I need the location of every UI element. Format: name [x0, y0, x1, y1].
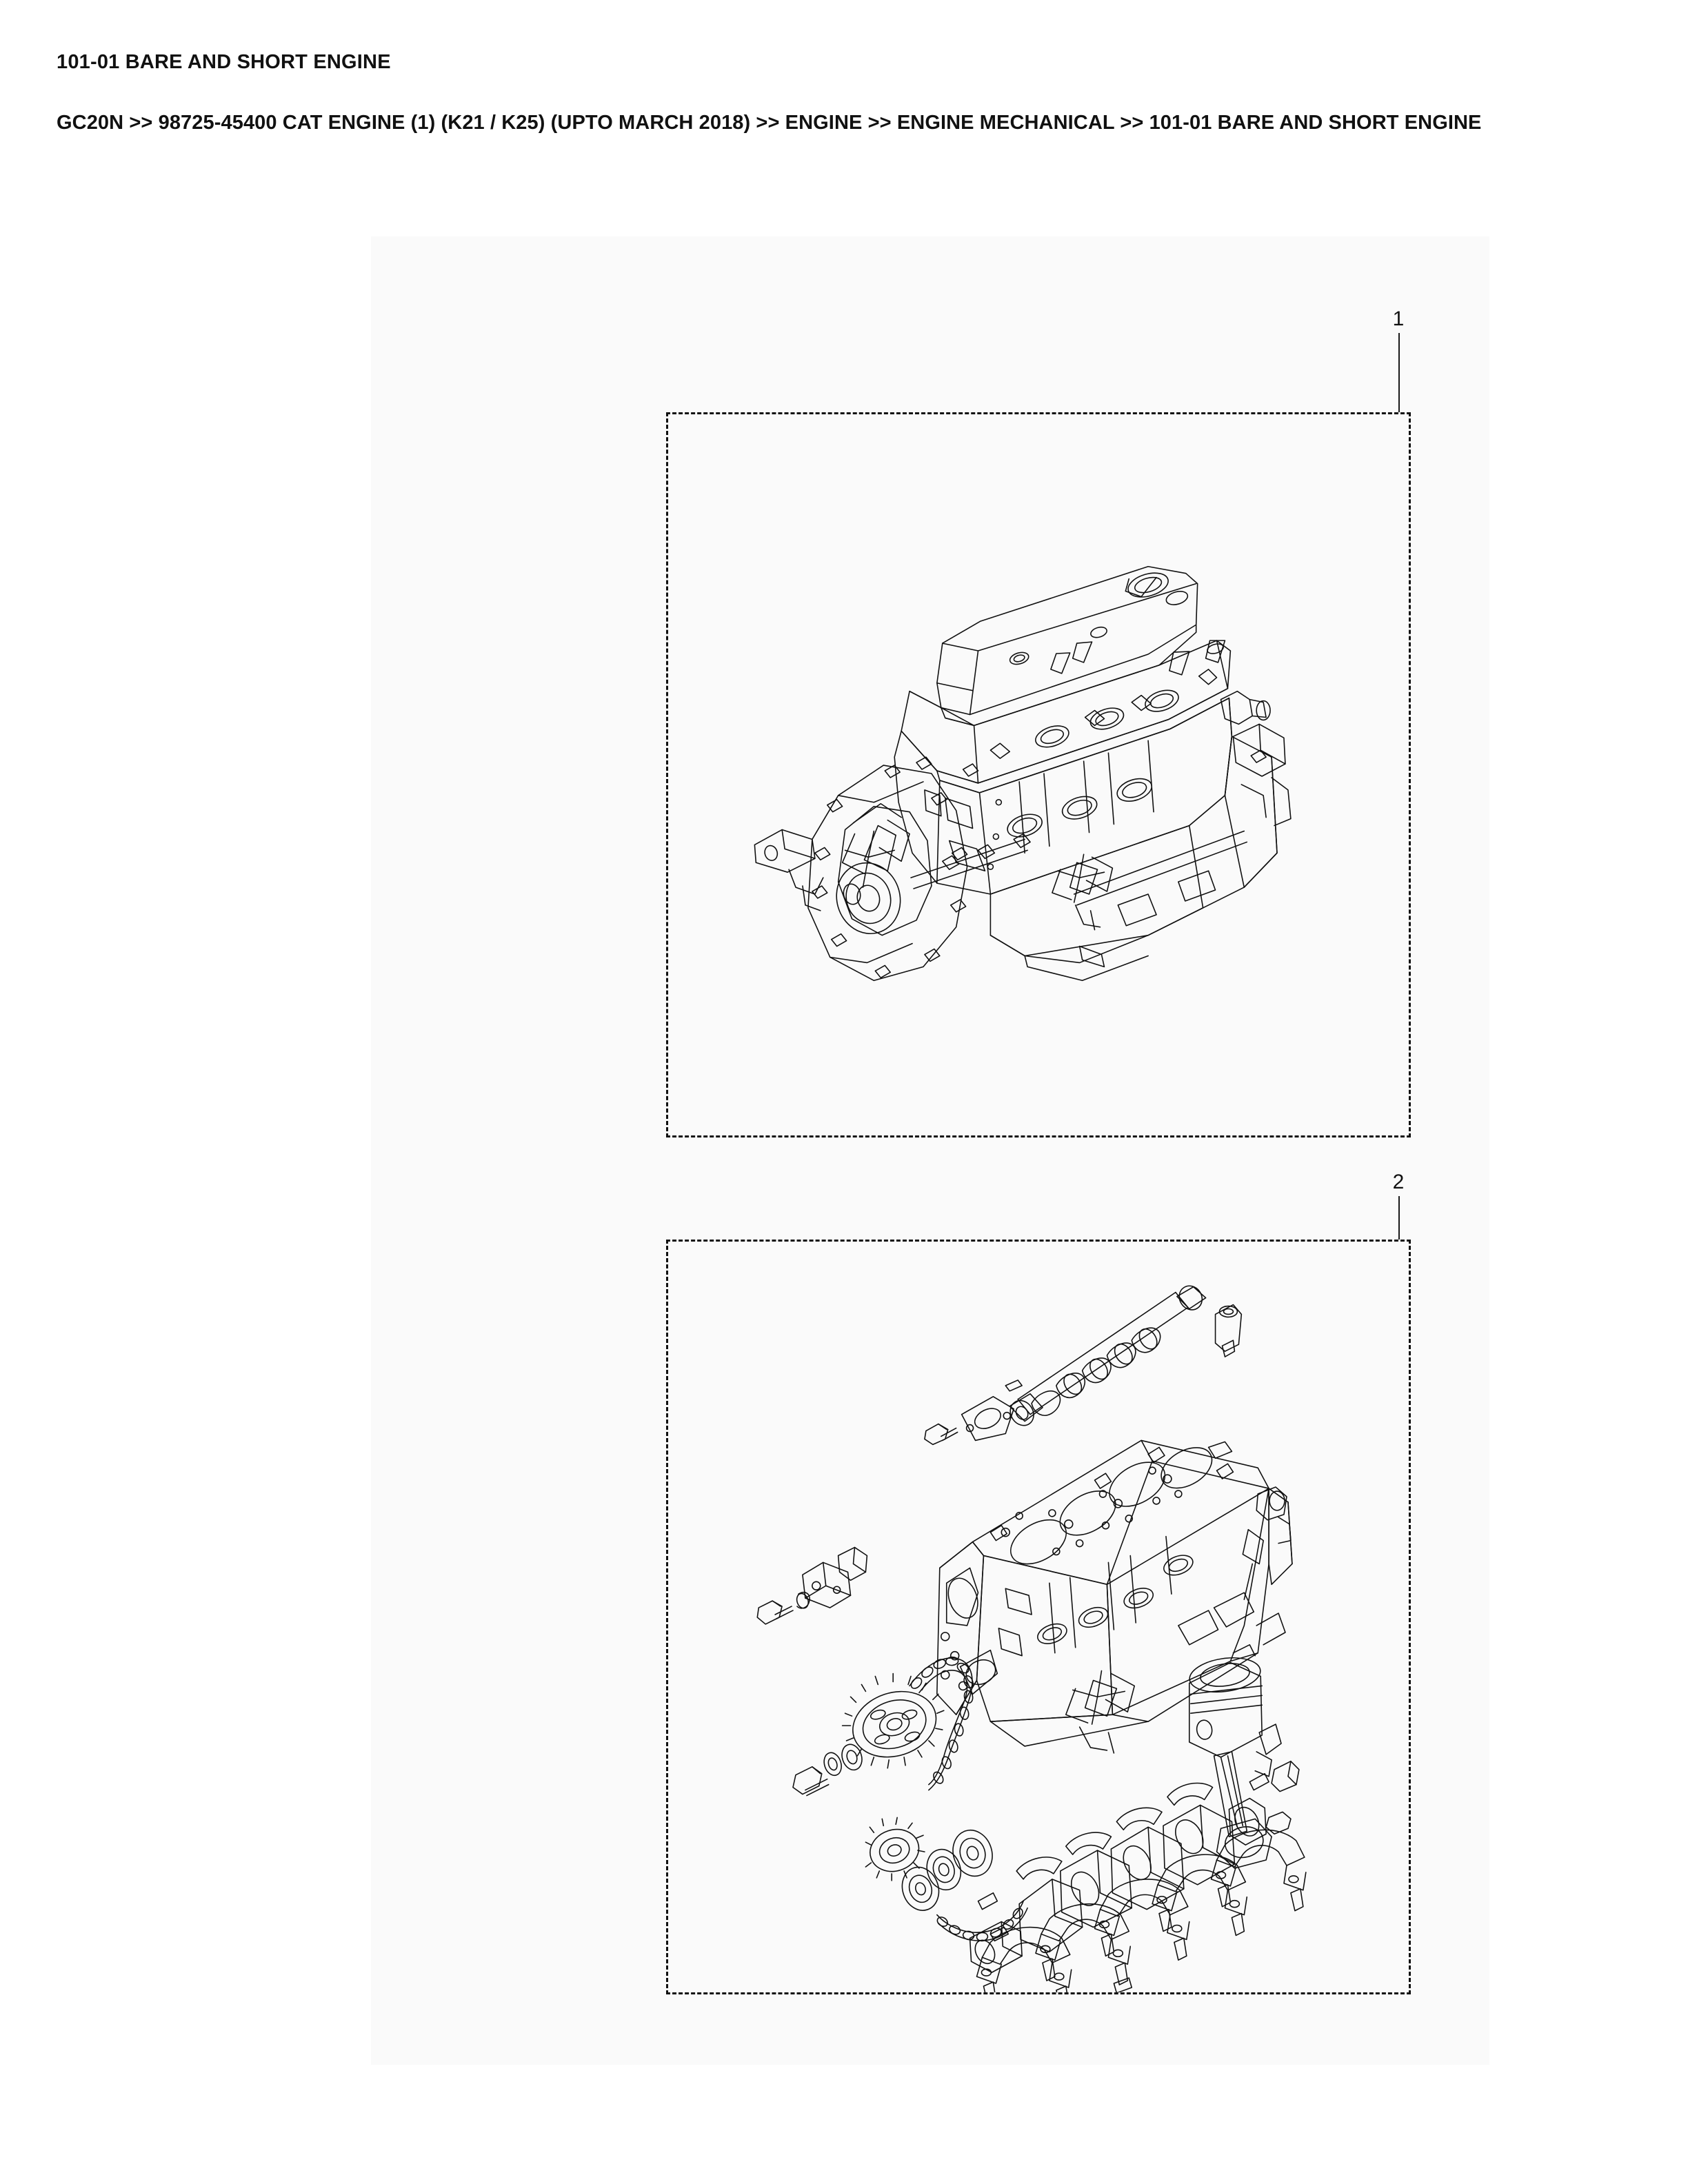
- part-diagram-box-2[interactable]: [666, 1240, 1411, 1994]
- figure-group-2: 2: [371, 236, 1489, 2065]
- callout-number-2[interactable]: 2: [1392, 1171, 1405, 1193]
- callout-leader-line-1: [1398, 333, 1400, 412]
- callout-leader-line-2: [1398, 1196, 1400, 1240]
- breadcrumb: GC20N >> 98725-45400 CAT ENGINE (1) (K21…: [57, 112, 1482, 134]
- part-diagram-box-1[interactable]: [666, 412, 1411, 1138]
- figure-group-1: 1: [371, 236, 1489, 2065]
- short-engine-illustration: [756, 1285, 1307, 1992]
- callout-number-1[interactable]: 1: [1392, 307, 1405, 330]
- diagram-canvas: 1: [371, 236, 1489, 2065]
- page-title: 101-01 BARE AND SHORT ENGINE: [57, 51, 391, 73]
- bare-engine-illustration: [754, 565, 1292, 982]
